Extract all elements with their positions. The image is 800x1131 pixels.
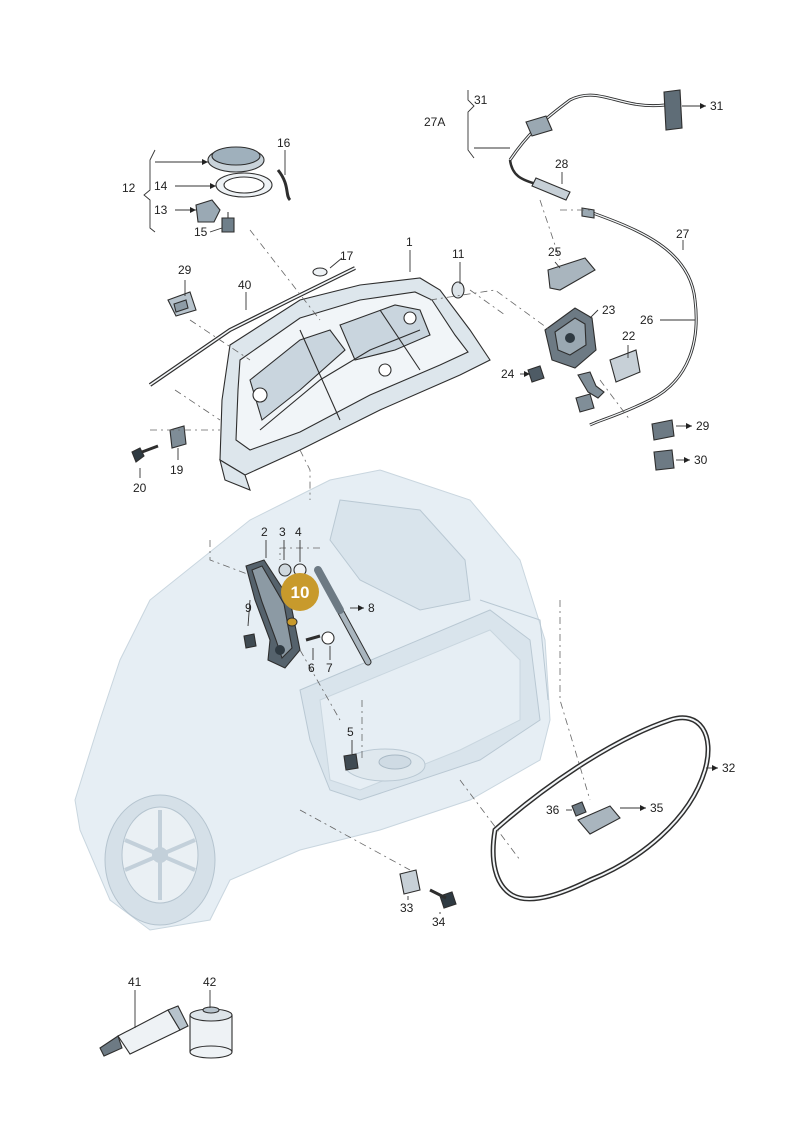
clip-19 [169, 425, 187, 449]
hinge-assembly [243, 559, 335, 669]
assembly-lines [150, 199, 631, 871]
label-28: 28 [555, 157, 569, 171]
label-15: 15 [194, 225, 208, 239]
label-29-left: 29 [178, 263, 192, 277]
label-26: 26 [640, 313, 654, 327]
gas-strut [314, 566, 372, 666]
label-32: 32 [722, 761, 736, 775]
buffer-5 [343, 753, 359, 771]
label-27: 27 [676, 227, 690, 241]
label-6: 6 [308, 661, 315, 675]
label-31-right: 31 [710, 99, 724, 113]
label-14: 14 [154, 179, 168, 193]
label-1: 1 [406, 235, 413, 249]
label-12: 12 [122, 181, 136, 195]
arrowheads [190, 103, 718, 811]
label-9: 9 [245, 601, 252, 615]
label-3: 3 [279, 525, 286, 539]
label-41: 41 [128, 975, 142, 989]
label-30: 30 [694, 453, 708, 467]
clip-29-right [651, 419, 675, 441]
label-7: 7 [326, 661, 333, 675]
trunk-lid [219, 277, 491, 491]
bolt-34 [439, 891, 457, 909]
sealant-can [189, 1006, 233, 1059]
bolt-20 [131, 444, 159, 463]
label-35: 35 [650, 801, 664, 815]
striker-35 [577, 805, 621, 835]
plug-17 [312, 267, 328, 277]
label-16: 16 [277, 136, 291, 150]
label-11: 11 [452, 247, 465, 261]
label-34: 34 [432, 915, 446, 929]
label-22: 22 [622, 329, 636, 343]
highlight-badge-10[interactable]: 10 [281, 573, 319, 611]
label-13: 13 [154, 203, 168, 217]
label-5: 5 [347, 725, 354, 739]
label-33: 33 [400, 901, 414, 915]
label-40: 40 [238, 278, 252, 292]
emblem-assembly [195, 146, 292, 233]
label-36: 36 [546, 803, 560, 817]
label-19: 19 [170, 463, 184, 477]
plug-11 [451, 281, 465, 299]
label-4: 4 [295, 525, 302, 539]
label-17: 17 [340, 249, 354, 263]
label-23: 23 [602, 303, 616, 317]
grease-tube [99, 1005, 189, 1057]
clip-29-left [167, 291, 197, 317]
callout-labels: 1 11 17 16 12 14 13 15 29 40 20 19 25 24… [122, 93, 736, 989]
buffer-33 [399, 869, 421, 895]
car-body-ghost [74, 469, 551, 931]
label-24: 24 [501, 367, 515, 381]
label-25: 25 [548, 245, 562, 259]
nut-36 [571, 801, 587, 817]
label-2: 2 [261, 525, 268, 539]
lock-assembly [527, 257, 641, 413]
label-20: 20 [133, 481, 147, 495]
label-8: 8 [368, 601, 375, 615]
clip-30 [653, 449, 675, 471]
label-27a: 27A [424, 115, 445, 129]
label-31-top: 31 [474, 93, 488, 107]
label-29-right: 29 [696, 419, 710, 433]
label-42: 42 [203, 975, 217, 989]
washer-10 [286, 617, 298, 627]
highlight-label: 10 [291, 583, 310, 602]
